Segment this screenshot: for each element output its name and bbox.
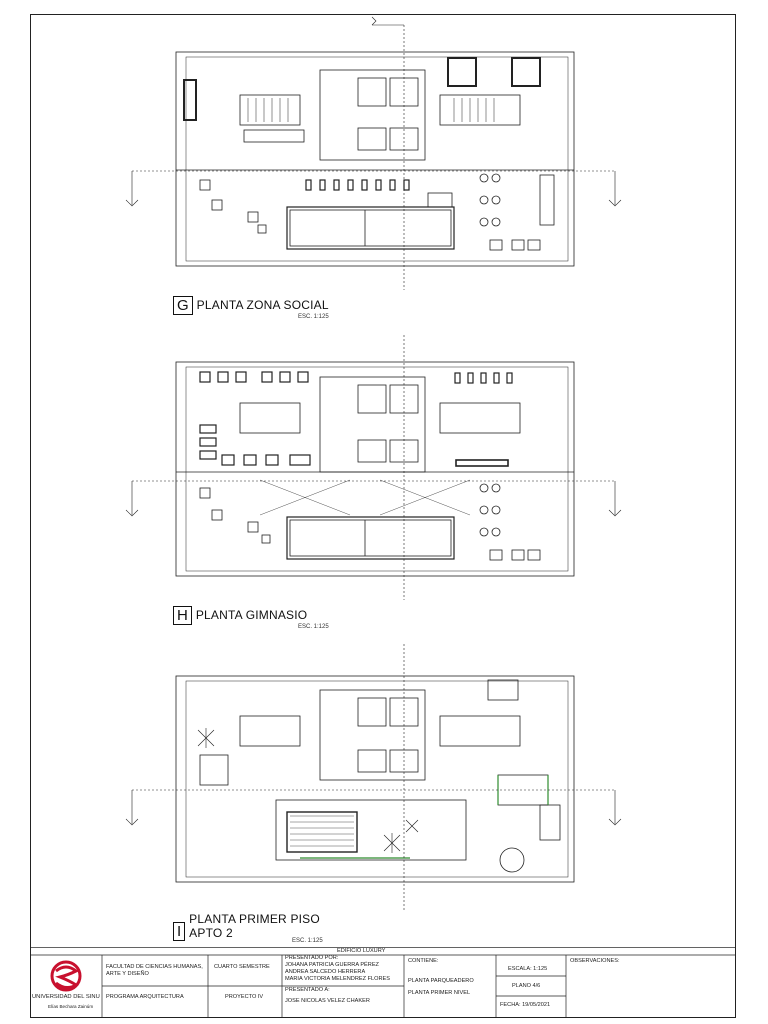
plan-title: PLANTA PRIMER PISO (189, 912, 320, 926)
course: PROYECTO IV (225, 994, 264, 1000)
plan-letter: G (173, 296, 193, 315)
plan-subtitle: APTO 2 (189, 926, 233, 940)
date: FECHA: 19/05/2021 (500, 1002, 551, 1008)
contents-item-1: PLANTA PARQUEADERO (408, 978, 474, 984)
plan-primer-piso: I PLANTA PRIMER PISO APTO 2 ESC. 1:125 (0, 640, 768, 946)
university-logo (50, 960, 82, 992)
plan-zona-social: G PLANTA ZONA SOCIAL ESC. 1:125 (0, 0, 768, 330)
sheet-number: PLANO 4/6 (512, 983, 541, 989)
title-block: EDIFICIO LUXURY UNIVERSIDAD DEL SINU Elí… (30, 947, 736, 1018)
plan-gimnasio: H PLANTA GIMNASIO ESC. 1:125 (0, 330, 768, 640)
university-name: UNIVERSIDAD DEL SINU (32, 994, 100, 1000)
program: PROGRAMA ARQUITECTURA (106, 994, 184, 1000)
project-name: EDIFICIO LUXURY (337, 948, 386, 954)
presented-by-label: PRESENTADO POR: (285, 955, 339, 961)
contents-item-2: PLANTA PRIMER NIVEL (408, 990, 471, 996)
plan-letter: I (173, 922, 186, 941)
plan-title: PLANTA GIMNASIO (195, 608, 308, 622)
faculty: FACULTAD DE CIENCIAS HUMANAS, ARTE Y DIS… (106, 964, 203, 977)
floor-plan-drawing (125, 335, 622, 600)
contents-label: CONTIENE: (408, 958, 439, 964)
university-subtitle: Elías Bechara Zainúm (48, 1004, 94, 1009)
author-3: MARIA VICTORIA MELENDREZ FLORES (285, 976, 390, 982)
semester: CUARTO SEMESTRE (214, 964, 270, 970)
presented-to-label: PRESENTADO A: (285, 987, 330, 993)
plan-title: PLANTA ZONA SOCIAL (196, 298, 329, 312)
observations-label: OBSERVACIONES: (570, 958, 620, 964)
plan-scale: ESC. 1:125 (298, 314, 329, 320)
author-2: ANDREA SALCEDO HERRERA (285, 969, 366, 975)
plan-scale: ESC. 1:125 (298, 624, 329, 630)
plan-letter: H (173, 606, 192, 625)
presented-to: JOSE NICOLAS VELEZ CHAKER (285, 998, 370, 1004)
floor-plan-drawing (125, 644, 622, 910)
plan-scale: ESC. 1:125 (292, 938, 323, 944)
floor-plan-drawing (125, 16, 622, 290)
scale-value: ESCALA: 1:125 (508, 966, 548, 972)
author-1: JOHANA PATRICIA GUERRA PÉREZ (285, 962, 379, 968)
